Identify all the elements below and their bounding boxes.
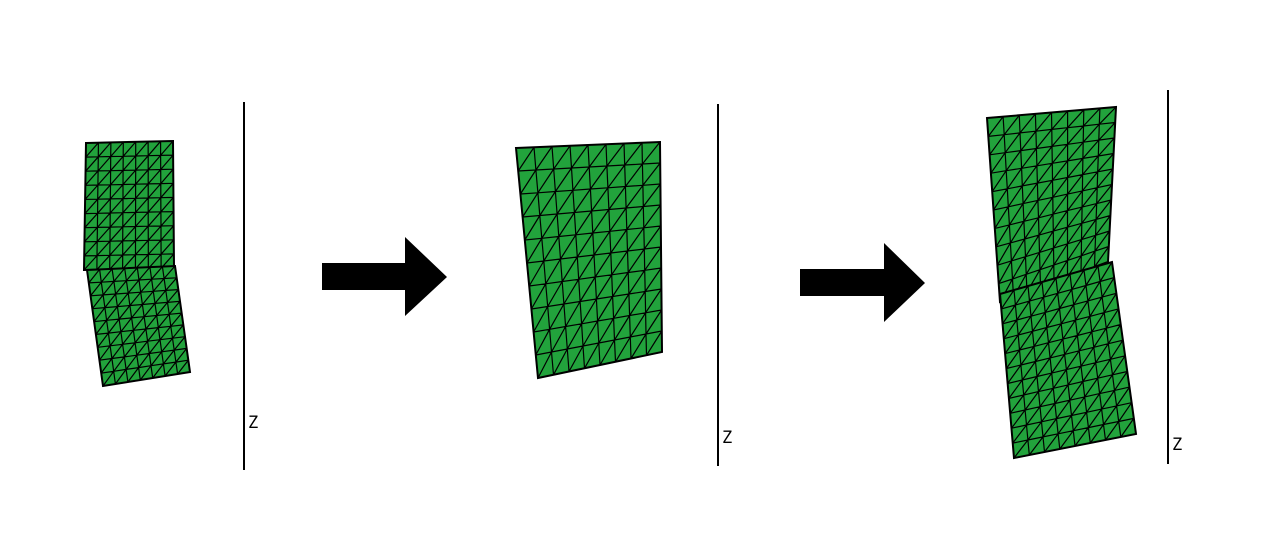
mesh-segment-upper [82,139,176,272]
z-axis-label: Z [248,413,258,433]
panel-merged-single-segment: Z [514,104,732,466]
mesh-segment-lower [998,260,1138,460]
panel-extended-segments: Z [985,90,1182,464]
mesh-edges [515,141,663,379]
mesh-segment-lower [85,264,192,388]
z-axis-label: Z [1172,435,1182,455]
panel-initial-two-segments: Z [82,102,258,470]
right-arrow-icon [322,237,447,316]
z-axis-label: Z [722,428,732,448]
mesh-edges [86,265,191,387]
mesh-edges [999,261,1137,459]
mesh-segment-merged [514,140,664,380]
mesh-segment-upper [985,105,1118,304]
right-arrow-icon [800,243,925,322]
